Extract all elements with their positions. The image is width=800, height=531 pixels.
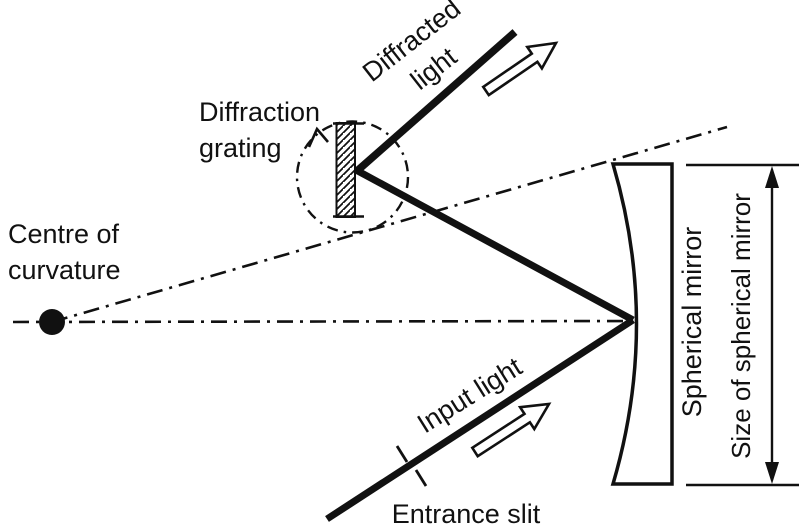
reflected-light-ray — [354, 166, 635, 324]
measure-arrowhead-top — [765, 166, 779, 188]
input-light-ray — [325, 317, 635, 522]
entrance-slit-label: Entrance slit — [391, 499, 541, 530]
diffracted-light-arrow-icon — [481, 41, 559, 97]
spherical-mirror-element — [610, 162, 674, 486]
diffracted-light-ray — [354, 29, 518, 174]
size-of-spherical-mirror-label: Size of spherical mirror — [725, 193, 756, 459]
tilted-axis-line — [51, 125, 728, 324]
grating-rotation-circle — [295, 120, 410, 234]
entrance-slit-tick-upper — [395, 445, 409, 463]
centre-of-curvature-line1: Centre of — [8, 219, 120, 249]
centre-of-curvature-line2: curvature — [8, 254, 121, 285]
optical-axis-line — [12, 319, 634, 324]
entrance-slit-tick-lower — [414, 469, 428, 487]
diffraction-grating-line2: grating — [199, 132, 282, 163]
input-light-arrow-icon — [470, 402, 552, 459]
measure-arrowhead-bottom — [765, 462, 779, 484]
diffraction-grating-line1: Diffraction — [199, 97, 321, 127]
diffraction-grating-element — [335, 122, 356, 218]
centre-of-curvature-label: Centre of curvature — [8, 217, 121, 288]
centre-of-curvature-dot — [39, 309, 65, 335]
diffraction-grating-label: Diffraction grating — [199, 95, 320, 166]
spherical-mirror-label: Spherical mirror — [677, 226, 708, 418]
grating-rotation-tick-icon — [307, 126, 329, 148]
